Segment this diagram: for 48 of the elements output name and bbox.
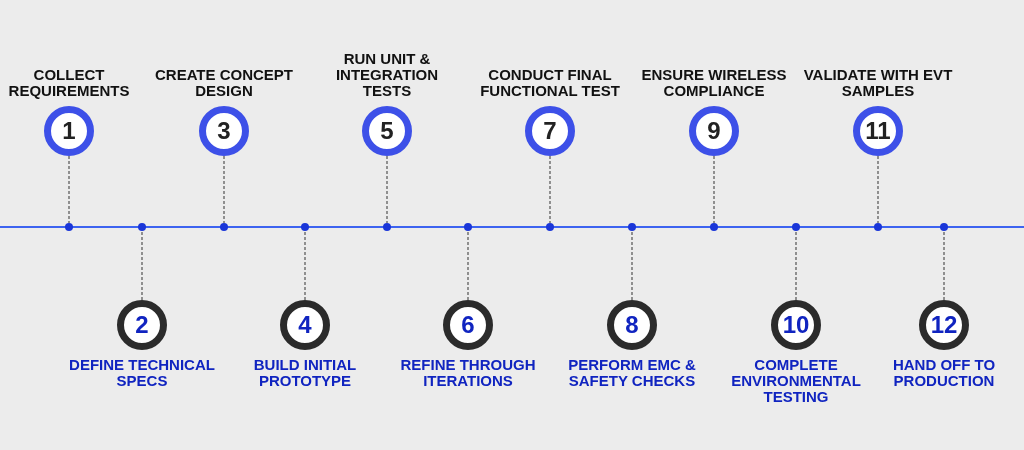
timeline-dot [301, 223, 309, 231]
step-title: DEFINE TECHNICAL SPECS [68, 357, 216, 389]
step-number-circle: 9 [689, 106, 739, 156]
step-title: COMPLETE ENVIRONMENTAL TESTING [730, 357, 862, 405]
leader-line [795, 230, 797, 301]
step-number-circle: 4 [280, 300, 330, 350]
timeline-dot [65, 223, 73, 231]
step-title: PERFORM EMC & SAFETY CHECKS [567, 357, 697, 389]
leader-line [713, 155, 715, 224]
step-number-circle: 1 [44, 106, 94, 156]
timeline-dot [710, 223, 718, 231]
leader-line [467, 230, 469, 301]
timeline-dot [874, 223, 882, 231]
leader-line [386, 155, 388, 224]
step-title: BUILD INITIAL PROTOTYPE [252, 357, 358, 389]
step-title: CREATE CONCEPT DESIGN [153, 67, 295, 99]
timeline-dot [940, 223, 948, 231]
step-number-circle: 8 [607, 300, 657, 350]
step-title: HAND OFF TO PRODUCTION [891, 357, 997, 389]
timeline-dot [464, 223, 472, 231]
step-number-circle: 3 [199, 106, 249, 156]
timeline-dot [220, 223, 228, 231]
leader-line [141, 230, 143, 301]
step-number-circle: 2 [117, 300, 167, 350]
step-number-circle: 5 [362, 106, 412, 156]
leader-line [631, 230, 633, 301]
step-title: RUN UNIT & INTEGRATION TESTS [334, 51, 440, 99]
leader-line [68, 155, 70, 224]
leader-line [877, 155, 879, 224]
step-title: ENSURE WIRELESS COMPLIANCE [640, 67, 788, 99]
timeline-dot [792, 223, 800, 231]
step-number-circle: 11 [853, 106, 903, 156]
step-title: VALIDATE WITH EVT SAMPLES [803, 67, 953, 99]
step-number-circle: 7 [525, 106, 575, 156]
leader-line [943, 230, 945, 301]
leader-line [223, 155, 225, 224]
leader-line [304, 230, 306, 301]
step-number-circle: 6 [443, 300, 493, 350]
step-title: REFINE THROUGH ITERATIONS [399, 357, 537, 389]
step-number-circle: 12 [919, 300, 969, 350]
timeline-dot [138, 223, 146, 231]
timeline-dot [546, 223, 554, 231]
timeline-dot [628, 223, 636, 231]
step-title: CONDUCT FINAL FUNCTIONAL TEST [479, 67, 621, 99]
step-title: COLLECT REQUIREMENTS [7, 67, 131, 99]
step-number-circle: 10 [771, 300, 821, 350]
timeline-dot [383, 223, 391, 231]
leader-line [549, 155, 551, 224]
